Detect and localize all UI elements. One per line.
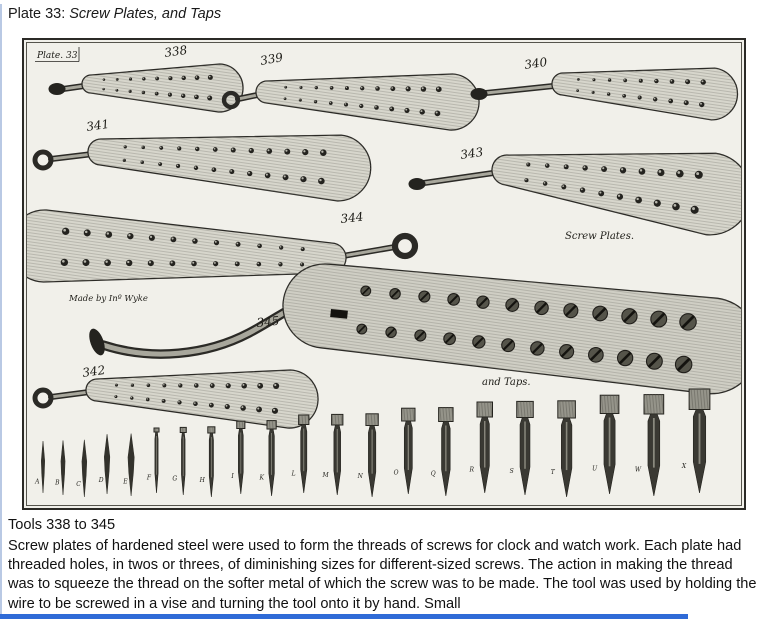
tap-letter-label: G [172,476,177,483]
taps-caption: and Taps. [482,377,531,388]
tool-number-label: 340 [523,55,548,72]
tool-340-screw-plate: 340 [470,55,739,121]
tool-number-label: 345 [256,314,280,330]
plate-captions: Plate. 33 Screw Plates. and Taps. Made by I… [35,47,634,388]
tool-339-screw-plate: 339 [221,50,480,131]
tap-letter-label: K [259,474,265,481]
tool-number-label: 341 [85,117,110,134]
tap-letter-label: X [681,463,687,470]
taps-row: A B C D E F G H I K L M N O Q R S T U W X [34,388,711,498]
tool-338-screw-plate: 338 [48,43,244,113]
tool-342-screw-plate: 342 [32,363,319,429]
description-paragraph: Screw plates of hardened steel were used… [8,538,757,612]
tool-341-screw-plate: 341 [32,117,372,202]
tool-number-label: 343 [459,145,484,162]
tap-letter-label: U [592,465,598,472]
tap-letter-label: D [98,477,104,484]
page-title-italic: Screw Plates, and Taps [69,6,222,22]
screw-plates-caption: Screw Plates. [565,231,634,242]
tool-343-screw-plate: 343 [408,145,741,236]
tap-letter-label: Q [431,470,436,477]
plate-corner-label: Plate. 33 [36,51,78,61]
page-title-prefix: Plate 33: [8,6,70,22]
tap-letter-label: I [230,473,234,480]
tap-letter-label: B [54,480,60,487]
tool-number-label: 342 [81,363,106,380]
tap-letter-label: O [394,469,399,476]
tool-number-label: 338 [163,43,188,60]
tap-letter-label: E [122,478,128,485]
bottom-blue-rule [0,614,688,619]
tap-letter-label: A [34,478,40,485]
tool-345-screw-plate: 345 [89,263,741,395]
left-border-rule [0,4,2,616]
tap-letter-label: L [291,471,296,478]
tools-range-caption: Tools 338 to 345 [8,517,116,533]
tap-letter-label: W [635,467,642,474]
tap-letter-label: M [321,472,329,479]
tap-letter-label: R [468,467,474,474]
page-title: Plate 33: Screw Plates, and Taps [8,6,221,22]
maker-note: Made by Inº Wyke [68,294,148,304]
tap-letter-label: H [199,477,206,484]
tap-letter-label: F [146,475,152,482]
tool-344-screw-plate: 344 [27,209,419,283]
tool-number-label: 344 [340,210,364,226]
tool-number-label: 339 [259,50,284,68]
tap-letter-label: C [76,481,81,488]
tap-letter-label: T [551,469,556,476]
tap-letter-label: N [357,473,364,480]
tap-letter-label: S [510,468,514,475]
